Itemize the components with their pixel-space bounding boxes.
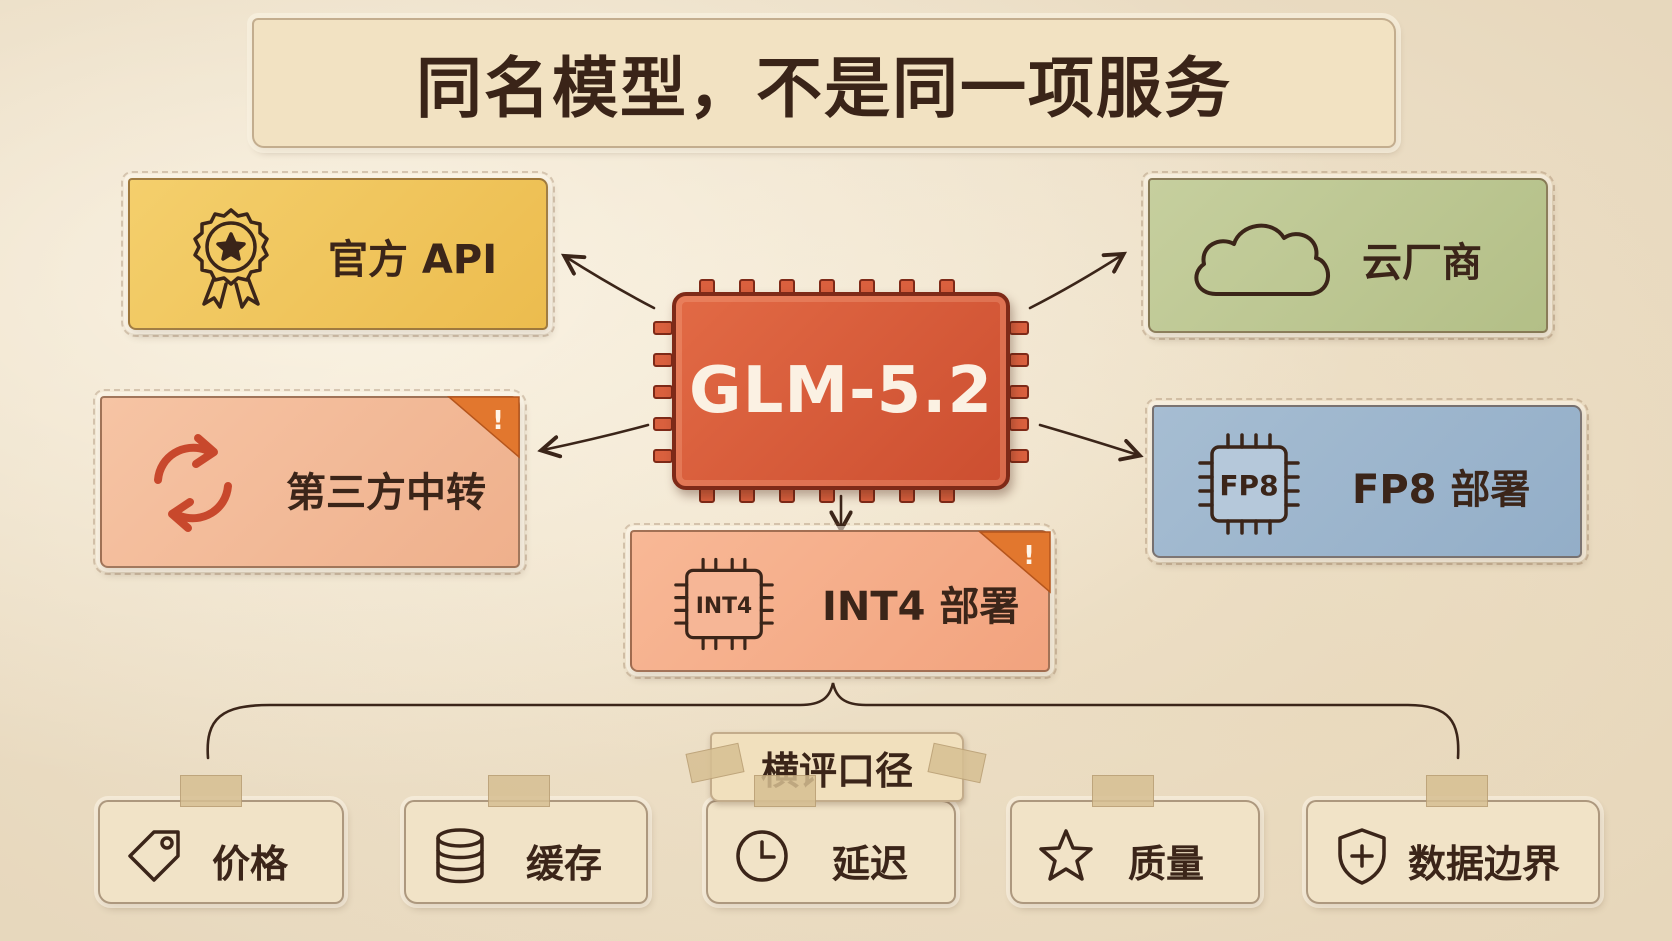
cloud-icon [1194, 223, 1330, 296]
database-icon [436, 828, 484, 884]
arrow-to-relay [543, 423, 650, 450]
center-model-label: GLM-5.2 [689, 354, 993, 428]
provider-label-cloud: 云厂商 [1362, 240, 1482, 286]
provider-label-int4: INT4 部署 [822, 584, 1020, 630]
award-ribbon-icon [193, 208, 269, 309]
chip-icon-int4: INT4 [674, 557, 774, 651]
criterion-price: 价格 [98, 800, 344, 904]
provider-card-int4: INT4 INT4 部署 [623, 523, 1057, 679]
provider-card-relay: 第三方中转 [93, 389, 527, 575]
criteria-bracket [206, 682, 1460, 760]
provider-label-fp8: FP8 部署 [1352, 467, 1531, 513]
clock-icon [736, 830, 788, 882]
chip-text-int4: INT4 [696, 594, 752, 619]
price-tag-icon [128, 830, 180, 882]
criterion-label-cache: 缓存 [526, 842, 603, 886]
title-banner: 同名模型，不是同一项服务 [252, 18, 1396, 148]
warning-mark-int4: ! [1023, 541, 1035, 571]
shield-plus-icon [1338, 828, 1386, 885]
star-icon [1039, 829, 1093, 881]
tape-criterion-latency [754, 775, 816, 807]
provider-label-official: 官方 API [328, 237, 498, 283]
chip-text-fp8: FP8 [1219, 469, 1278, 502]
tape-criterion-price [180, 775, 242, 807]
warning-corner-int4: ! [977, 531, 1051, 594]
warning-corner-relay: ! [446, 396, 520, 459]
criterion-cache: 缓存 [404, 800, 648, 904]
comparison-label: 横评口径 [710, 732, 964, 802]
provider-card-fp8: FP8 FP8 部署 [1145, 398, 1589, 565]
arrow-to-cloud [1028, 255, 1122, 310]
page-title: 同名模型，不是同一项服务 [416, 50, 1232, 127]
provider-card-cloud: 云厂商 [1141, 171, 1555, 340]
arrow-to-official [566, 257, 656, 310]
criterion-quality: 质量 [1010, 800, 1260, 904]
warning-mark-relay: ! [492, 406, 504, 436]
criterion-label-quality: 质量 [1128, 842, 1205, 886]
tape-criterion-data-boundary [1426, 775, 1488, 807]
provider-card-official: 官方 API [121, 171, 555, 337]
arrow-to-fp8 [1038, 423, 1138, 455]
tape-criterion-cache [488, 775, 550, 807]
criterion-data-boundary: 数据边界 [1306, 800, 1600, 904]
refresh-cycle-icon [154, 434, 232, 532]
criterion-label-data-boundary: 数据边界 [1408, 842, 1561, 886]
provider-label-relay: 第三方中转 [286, 470, 486, 516]
center-model-chip: GLM-5.2 [672, 292, 1010, 490]
criterion-label-price: 价格 [212, 842, 289, 886]
chip-icon-fp8: FP8 [1198, 433, 1300, 535]
criterion-label-latency: 延迟 [832, 842, 909, 886]
criterion-latency: 延迟 [706, 800, 956, 904]
tape-criterion-quality [1092, 775, 1154, 807]
